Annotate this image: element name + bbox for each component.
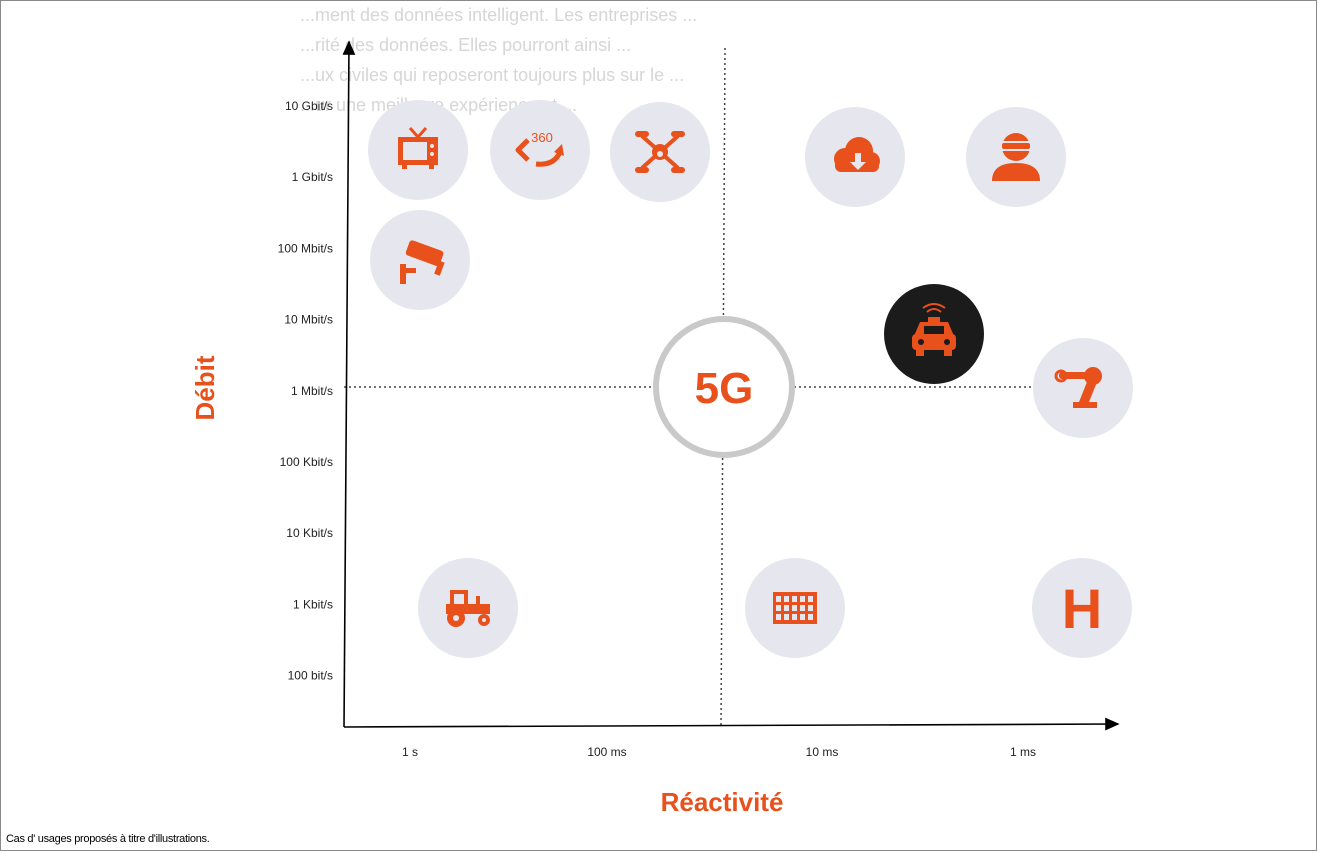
- y-tick-label: 10 Kbit/s: [286, 526, 333, 540]
- smart-building-icon: [773, 592, 817, 624]
- use-case-point: [745, 558, 845, 658]
- drone-icon: [635, 131, 685, 173]
- hospital-icon: H: [1062, 577, 1102, 640]
- y-tick-label: 1 Gbit/s: [292, 170, 333, 184]
- x-axis: [343, 717, 1120, 731]
- vr-headset-icon: [992, 133, 1040, 181]
- y-tick-label: 100 Mbit/s: [278, 241, 333, 255]
- tv-icon: [398, 127, 438, 169]
- use-case-point: [1033, 338, 1133, 438]
- y-tick-label: 1 Mbit/s: [291, 384, 333, 398]
- vertical-divider: [720, 47, 726, 728]
- use-case-circle: [1033, 338, 1133, 438]
- y-tick-label: 100 bit/s: [288, 669, 333, 683]
- y-axis: [342, 40, 356, 728]
- use-case-point: [966, 107, 1066, 207]
- use-case-point: 360: [490, 100, 590, 200]
- x-axis-title: Réactivité: [661, 787, 784, 817]
- x-tick-label: 100 ms: [587, 745, 626, 759]
- background-line: ...ux civiles qui reposeront toujours pl…: [300, 65, 685, 85]
- industrial-robot-icon: [1054, 367, 1102, 408]
- center-label: 5G: [695, 364, 754, 413]
- background-line: ...ment des données intelligent. Les ent…: [300, 5, 698, 25]
- y-axis-title: Débit: [190, 355, 220, 420]
- use-case-circle: [490, 100, 590, 200]
- svg-text:360: 360: [531, 130, 553, 145]
- use-case-point: H: [1032, 558, 1132, 658]
- use-case-point: [884, 284, 984, 384]
- center-ring: [653, 316, 795, 458]
- connected-car-icon: [912, 303, 956, 356]
- use-case-point: [805, 107, 905, 207]
- use-case-point: [370, 210, 470, 310]
- use-case-point: [610, 102, 710, 202]
- video-360-icon: 360: [515, 130, 564, 167]
- y-tick-label: 10 Mbit/s: [284, 313, 333, 327]
- background-line: ...rité des données. Elles pourront ains…: [300, 35, 632, 55]
- use-case-circle: [1032, 558, 1132, 658]
- use-case-point: [418, 558, 518, 658]
- x-tick-label: 10 ms: [806, 745, 839, 759]
- y-tick-label: 10 Gbit/s: [285, 99, 333, 113]
- use-case-point: [368, 100, 468, 200]
- cloud-download-icon: [834, 137, 880, 172]
- x-tick-label: 1 ms: [1010, 745, 1036, 759]
- x-tick-label: 1 s: [402, 745, 418, 759]
- hospital-letter: H: [1062, 577, 1102, 640]
- tractor-icon: [446, 590, 490, 627]
- y-tick-label: 100 Kbit/s: [280, 455, 333, 469]
- y-tick-label: 1 Kbit/s: [293, 597, 333, 611]
- figure-caption: Cas d' usages proposés à titre d'illustr…: [6, 833, 210, 845]
- surveillance-camera-icon: [400, 240, 445, 284]
